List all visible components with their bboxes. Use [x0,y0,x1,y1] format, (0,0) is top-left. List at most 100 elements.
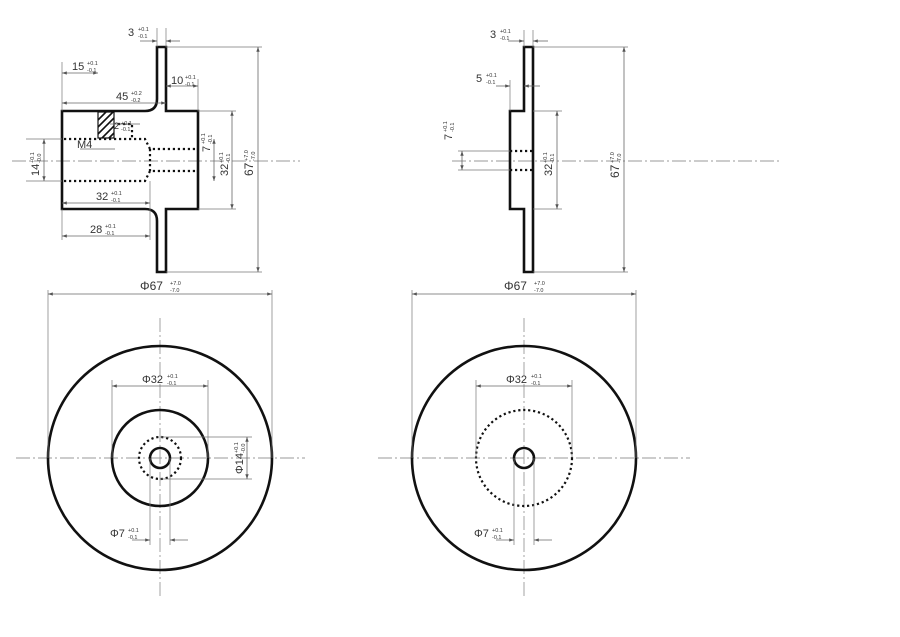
thread-hatch [97,111,115,139]
svg-text:-0.1: -0.1 [486,80,495,86]
dim-bore-diameter: Φ7 +0.1 -0.1 [474,528,503,541]
svg-text:10: 10 [171,75,183,87]
dim-hub-length: 5 +0.1 -0.1 [476,73,497,86]
svg-text:+0.1: +0.1 [201,133,207,144]
part-outline [508,45,535,274]
svg-text:+0.1: +0.1 [105,224,116,230]
dim-overall-length: 45 +0.2 -0.2 [116,91,142,104]
svg-text:-7.0: -7.0 [534,288,543,294]
svg-text:15: 15 [72,61,84,73]
svg-text:45: 45 [116,91,128,103]
svg-text:+7.0: +7.0 [170,281,181,287]
svg-text:-7.0: -7.0 [617,154,623,163]
svg-text:+0.1: +0.1 [111,191,122,197]
dim-thread-depth: 15 +0.1 -0.1 [72,61,98,74]
svg-text:-0.1: -0.1 [531,381,540,387]
counterbore-hidden-circle [137,435,183,481]
dim-hub-offset: 10 +0.1 -0.1 [171,75,196,88]
svg-text:3: 3 [128,27,134,39]
dim-hub-height: 32 +0.1 -0.1 [219,152,232,176]
dimension-texts: Φ67 +7.0 -7.0 Φ32 +0.1 -0.1 Φ14 +0.1 -0.… [110,279,247,541]
svg-text:-0.1: -0.1 [226,154,232,163]
svg-text:-7.0: -7.0 [251,152,257,161]
svg-text:-0.1: -0.1 [450,123,456,132]
svg-text:-0.1: -0.1 [128,535,137,541]
svg-text:+0.1: +0.1 [543,152,549,163]
dim-hub-height: 32 +0.1 -0.1 [543,152,556,176]
svg-text:-0.1: -0.1 [492,535,501,541]
svg-text:-0.1: -0.1 [105,231,114,237]
svg-text:+0.1: +0.1 [234,442,240,453]
svg-text:-0.1: -0.1 [111,198,120,204]
dimension-texts: 3 +0.1 -0.1 5 +0.1 -0.1 7 +0.1 -0.1 32 +… [443,29,623,178]
dim-counterbore-diameter: Φ14 +0.1 -0.0 [234,442,247,474]
svg-text:+0.1: +0.1 [492,528,503,534]
svg-text:Φ32: Φ32 [506,374,527,386]
svg-text:+7.0: +7.0 [534,281,545,287]
svg-text:-0.0: -0.0 [37,154,43,163]
svg-text:28: 28 [90,224,102,236]
extension-lines [458,30,628,273]
dim-flange-height: 67 +7.0 -7.0 [242,150,257,176]
svg-text:7: 7 [443,134,455,140]
svg-text:+0.1: +0.1 [443,121,449,132]
thread-label: M4 [77,139,92,151]
svg-text:-0.2: -0.2 [131,98,140,104]
dim-flange-height: 67 +7.0 -7.0 [608,152,623,178]
svg-text:-0.1: -0.1 [550,154,556,163]
svg-text:+0.1: +0.1 [486,73,497,79]
svg-text:+0.1: +0.1 [531,374,542,380]
svg-text:-0.1: -0.1 [138,34,147,40]
svg-text:-0.1: -0.1 [87,68,96,74]
dim-bore: 7 +0.1 -0.1 [443,121,456,140]
svg-text:+0.1: +0.1 [30,152,36,163]
dimension-lines [460,39,626,272]
svg-text:-0.1: -0.1 [208,135,214,144]
svg-text:Φ32: Φ32 [142,374,163,386]
svg-text:+7.0: +7.0 [244,150,250,161]
svg-text:7: 7 [201,146,213,152]
svg-text:32: 32 [219,164,231,176]
dim-body-length: 28 +0.1 -0.1 [90,224,116,237]
svg-text:14: 14 [30,164,42,176]
dim-outer-diameter: Φ67 +7.0 -7.0 [140,279,181,294]
svg-text:-0.1: -0.1 [185,82,194,88]
svg-text:-0.1: -0.1 [167,381,176,387]
svg-text:-0.1: -0.1 [121,127,130,133]
svg-text:Φ7: Φ7 [474,528,489,540]
side-view-left: 3 +0.1 -0.1 15 +0.1 -0.1 45 +0.2 -0.2 10… [12,27,300,274]
dim-hub-diameter: Φ32 +0.1 -0.1 [142,374,178,387]
side-view-right: 3 +0.1 -0.1 5 +0.1 -0.1 7 +0.1 -0.1 32 +… [443,29,782,274]
svg-text:3: 3 [490,29,496,41]
extension-lines [411,290,637,545]
hidden-bore [510,149,533,172]
svg-text:+0.1: +0.1 [128,528,139,534]
svg-text:Φ67: Φ67 [140,279,163,293]
dim-bore-diameter: Φ7 +0.1 -0.1 [110,528,139,541]
dim-outer-diameter: Φ67 +7.0 -7.0 [504,279,545,294]
svg-text:-0.1: -0.1 [500,36,509,42]
dim-fillet: 2 +0.1 -0.1 [114,121,132,133]
svg-text:Φ67: Φ67 [504,279,527,293]
svg-text:+0.1: +0.1 [87,61,98,67]
hidden-bore [64,122,198,183]
dim-counterbore: 14 +0.1 -0.0 [30,152,43,176]
svg-text:+0.1: +0.1 [138,27,149,33]
svg-text:+0.2: +0.2 [131,91,142,97]
extension-lines [47,290,273,545]
svg-text:Φ14: Φ14 [234,453,246,474]
dim-bore: 7 +0.1 -0.1 [201,133,214,152]
dim-flange-thickness: 3 +0.1 -0.1 [490,29,511,42]
dim-hub-length: 32 +0.1 -0.1 [96,191,122,204]
svg-text:5: 5 [476,73,482,85]
svg-text:Φ7: Φ7 [110,528,125,540]
dimension-lines [412,292,636,542]
svg-text:-0.0: -0.0 [241,444,247,453]
svg-text:+0.1: +0.1 [185,75,196,81]
svg-text:67: 67 [242,162,256,176]
svg-text:+0.1: +0.1 [500,29,511,35]
svg-text:+0.1: +0.1 [219,152,225,163]
dim-hub-diameter: Φ32 +0.1 -0.1 [506,374,542,387]
svg-text:-7.0: -7.0 [170,288,179,294]
